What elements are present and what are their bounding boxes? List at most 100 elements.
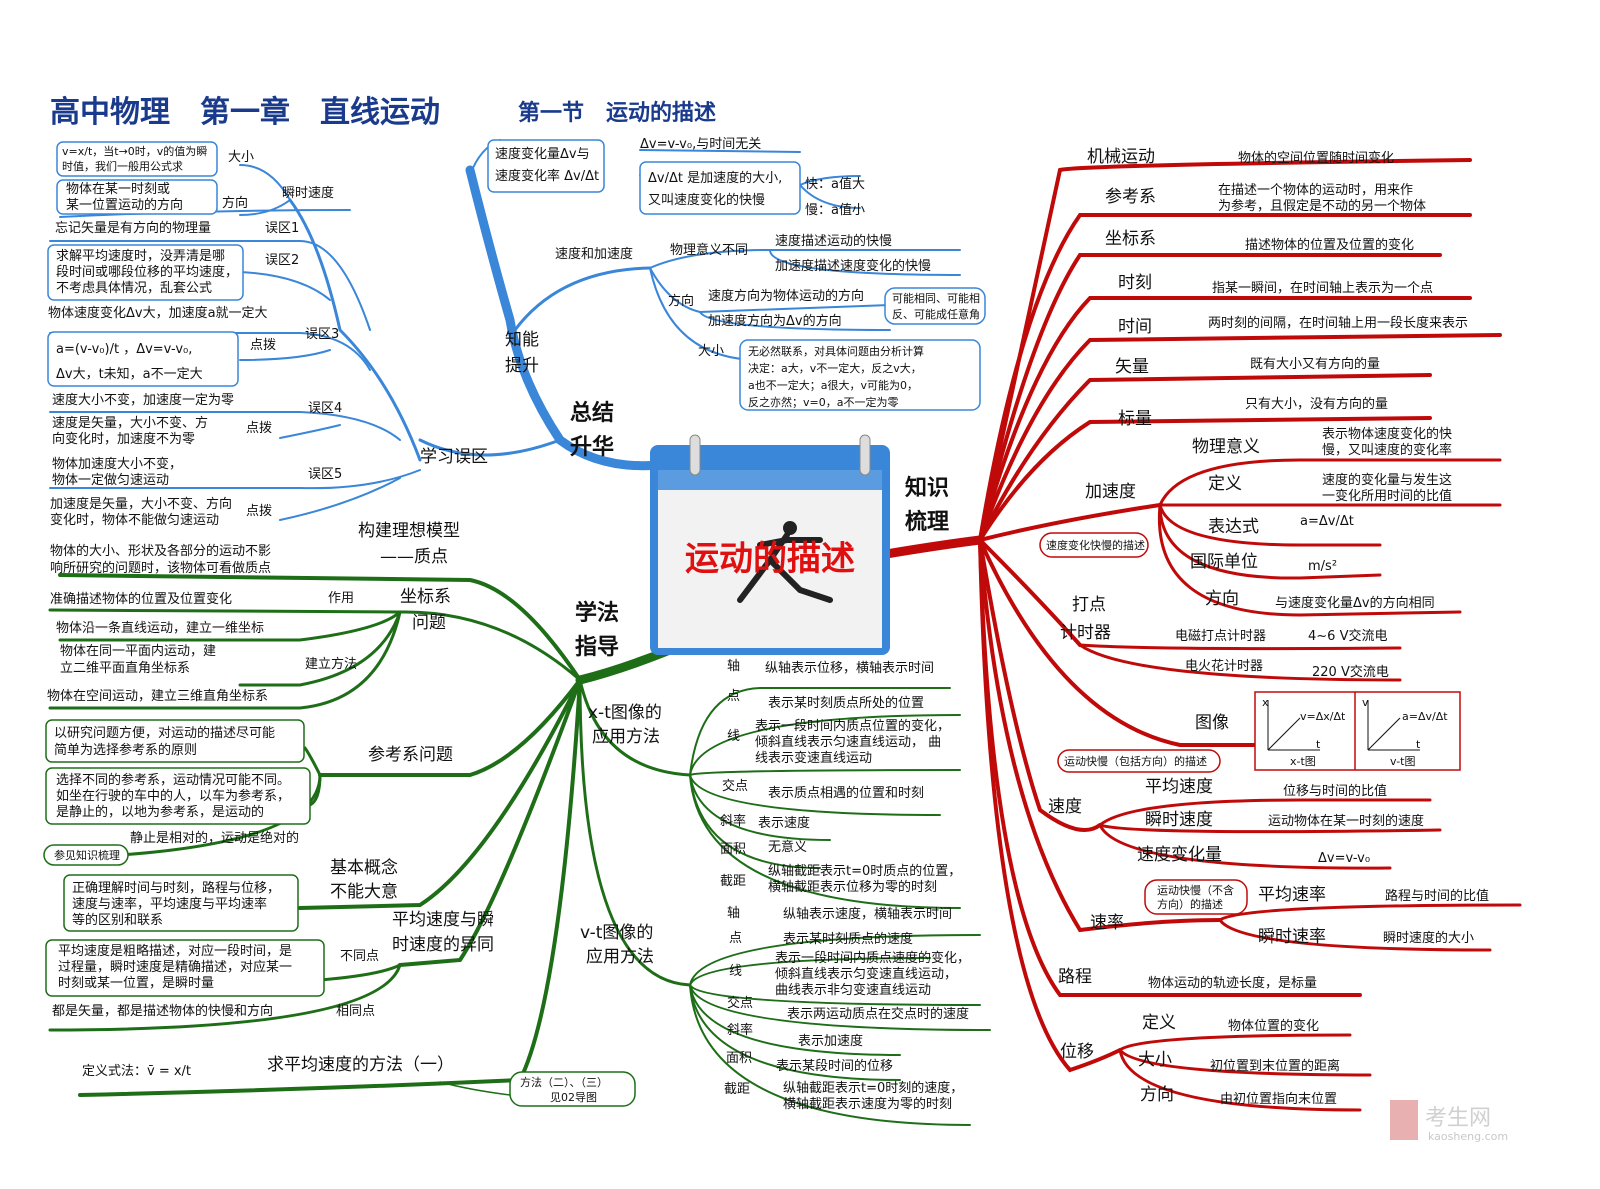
center-label: 运动的描述 (685, 539, 855, 579)
svg-text:路程: 路程 (1058, 967, 1092, 987)
velocity-term: 速度变化量 (1137, 845, 1222, 865)
svg-text:4~6 V交流电: 4~6 V交流电 (1308, 628, 1387, 644)
avg-vs-inst-1: 平均速度与瞬 (392, 910, 494, 930)
svg-text:物体在同一平面内运动，建: 物体在同一平面内运动，建 (60, 643, 216, 659)
speed-items: 平均速率路程与时间的比值瞬时速率瞬时速度的大小 (1258, 885, 1489, 947)
svg-text:物体的大小、形状及各部分的运动不影: 物体的大小、形状及各部分的运动不影 (50, 543, 271, 559)
velocity-definition: 位移与时间的比值 (1283, 783, 1387, 799)
svg-text:Δv/Δt 是加速度的大小,: Δv/Δt 是加速度的大小, (648, 170, 782, 186)
accel-term: 方向 (1205, 589, 1239, 609)
svg-text:速度方向为物体运动的方向: 速度方向为物体运动的方向 (708, 288, 864, 304)
reference-box-1 (45, 719, 305, 763)
main-title: 高中物理 第一章 直线运动 (50, 95, 440, 130)
avg-vs-inst-2: 时速度的异同 (392, 935, 494, 955)
xt-method-label-2: 应用方法 (592, 727, 660, 747)
ref-note (43, 844, 129, 866)
svg-text:物体一定做匀速运动: 物体一定做匀速运动 (52, 473, 169, 488)
knowledge-definition: 只有大小，没有方向的量 (1245, 396, 1388, 412)
vt-key: 截距 (724, 1082, 750, 1097)
svg-text:慢：a值小: 慢：a值小 (805, 202, 865, 218)
svg-text:图像: 图像 (1195, 713, 1229, 733)
displacement-term: 方向 (1140, 1085, 1174, 1105)
svg-text:v=Δx/Δt: v=Δx/Δt (1300, 710, 1346, 723)
coord-label-1: 坐标系 (400, 587, 451, 607)
svg-text:电火花计时器: 电火花计时器 (1185, 658, 1263, 674)
svg-text:定义式法：v̄ = x/t: 定义式法：v̄ = x/t (82, 1064, 191, 1079)
vt-key: 交点 (727, 995, 753, 1011)
svg-text:kaosheng.com: kaosheng.com (1428, 1130, 1508, 1143)
svg-text:某一位置运动的方向: 某一位置运动的方向 (66, 197, 183, 213)
xuefa-section: 构建理想模型 ——质点 物体的大小、形状及各部分的运动不影 响所研究的问题时，该… (43, 521, 662, 1107)
svg-text:点拨: 点拨 (246, 504, 272, 519)
svg-text:都是矢量，都是描述物体的快慢和方向: 都是矢量，都是描述物体的快慢和方向 (52, 1003, 273, 1019)
direction-box (56, 179, 218, 215)
timer-label-2: 计时器 (1060, 623, 1111, 643)
xt-value: 纵轴截距表示t=0时质点的位置，横轴截距表示位移为零的时刻 (768, 863, 961, 895)
knowledge-definition: 两时刻的间隔，在时间轴上用一段长度来表示 (1208, 315, 1468, 331)
velocity-note (1057, 749, 1221, 773)
svg-text:见02导图: 见02导图 (550, 1091, 597, 1104)
svg-text:不同点: 不同点 (340, 949, 379, 964)
vt-key: 线 (729, 964, 742, 979)
knowledge-term: 标量 (1118, 409, 1152, 429)
vt-key: 轴 (727, 906, 740, 921)
accel-definition: m/s² (1308, 559, 1337, 574)
speed-note-line2: 方向）的描述 (1157, 897, 1223, 911)
vt-items: 轴纵轴表示速度，横轴表示时间点表示某时刻质点的速度线表示一段时间内质点速度的变化… (724, 906, 970, 1112)
svg-text:速率: 速率 (1090, 913, 1124, 933)
calendar-ring-right (859, 434, 871, 476)
branch-zhishi: 知识梳理 (905, 475, 949, 535)
svg-text:快：a值大: 快：a值大 (805, 176, 865, 192)
knowledge-definition: 描述物体的位置及位置的变化 (1245, 237, 1414, 253)
svg-text:误区4: 误区4 (308, 401, 342, 416)
displacement-term: 定义 (1142, 1013, 1176, 1033)
knowledge-definition: 物体的空间位置随时间变化 (1238, 150, 1394, 166)
svg-text:忘记矢量是有方向的物理量: 忘记矢量是有方向的物理量 (55, 220, 211, 236)
xt-value: 表示某时刻质点所处的位置 (768, 695, 924, 711)
xt-key: 点 (727, 689, 740, 704)
svg-text:作用: 作用 (328, 591, 354, 606)
knowledge-definition: 指某一瞬间，在时间轴上表示为一个点 (1212, 281, 1433, 296)
velocity-term: 瞬时速度 (1145, 810, 1213, 830)
instant-formula-box (56, 141, 218, 177)
velocity-term: 平均速度 (1145, 777, 1213, 797)
svg-text:选择不同的参考系，运动情况可能不同。: 选择不同的参考系，运动情况可能不同。 (56, 772, 290, 788)
xt-mini-graph: x t v=Δx/Δt x-t图 (1262, 696, 1346, 768)
svg-text:220 V交流电: 220 V交流电 (1312, 664, 1389, 680)
vt-mini-graph: v t a=Δv/Δt v-t图 (1362, 696, 1448, 768)
svg-text:又叫速度变化的快慢: 又叫速度变化的快慢 (648, 192, 765, 208)
xt-value: 无意义 (768, 839, 807, 855)
main-labels: 总结升华 知识梳理 学法指导 知能提升 学习误区 (420, 330, 949, 660)
vt-value: 纵轴截距表示t=0时刻的速度，横轴截距表示速度为零的时刻 (783, 1080, 963, 1112)
svg-text:不考虑具体情况，乱套公式: 不考虑具体情况，乱套公式 (56, 280, 212, 296)
velocity-definition: Δv=v-v₀ (1318, 851, 1370, 866)
zhineng-section: 速度变化量Δv与 速度变化率 Δv/Δt Δv=v-v₀,与时间无关 Δv/Δt… (487, 137, 986, 411)
knowledge-term: 时间 (1118, 317, 1152, 337)
accel-term: 物理意义 (1192, 437, 1260, 457)
svg-text:物体加速度大小不变，: 物体加速度大小不变， (52, 456, 182, 472)
svg-text:速度: 速度 (1048, 797, 1082, 817)
acceleration-items: 物理意义表示物体速度变化的快慢，又叫速度的变化率定义速度的变化量与发生这一变化所… (1190, 426, 1452, 611)
xt-key: 轴 (727, 659, 740, 674)
svg-text:a=(v-v₀)/t ，Δv=v-v₀,: a=(v-v₀)/t ，Δv=v-v₀, (56, 342, 192, 357)
svg-text:加速度描述速度变化的快慢: 加速度描述速度变化的快慢 (775, 258, 931, 274)
svg-text:位移: 位移 (1060, 1042, 1094, 1062)
distance-section: 路程 物体运动的轨迹长度，是标量 位移 (1058, 967, 1317, 1062)
vt-key: 点 (729, 931, 742, 946)
svg-text:平均速度是粗略描述，对应一段时间，是: 平均速度是粗略描述，对应一段时间，是 (58, 943, 292, 959)
speed-term: 瞬时速率 (1258, 927, 1326, 947)
section-title: 第一节 运动的描述 (518, 100, 716, 126)
svg-text:简单为选择参考系的原则: 简单为选择参考系的原则 (54, 742, 197, 758)
misconception2-box (47, 244, 244, 301)
svg-text:立二维平面直角坐标系: 立二维平面直角坐标系 (60, 661, 190, 676)
xt-key: 截距 (720, 874, 746, 889)
difference-box (45, 939, 325, 997)
displacement-items: 定义物体位置的变化大小初位置到末位置的距离方向由初位置指向末位置 (1138, 1013, 1340, 1107)
branch-wuqu: 学习误区 (420, 447, 488, 467)
xt-key: 交点 (722, 778, 748, 794)
calendar-ring-left (689, 434, 701, 476)
basic-label-2: 不能大意 (330, 882, 398, 902)
svg-text:速度和加速度: 速度和加速度 (555, 246, 633, 262)
svg-text:时刻或某一位置，是瞬时量: 时刻或某一位置，是瞬时量 (58, 976, 214, 991)
